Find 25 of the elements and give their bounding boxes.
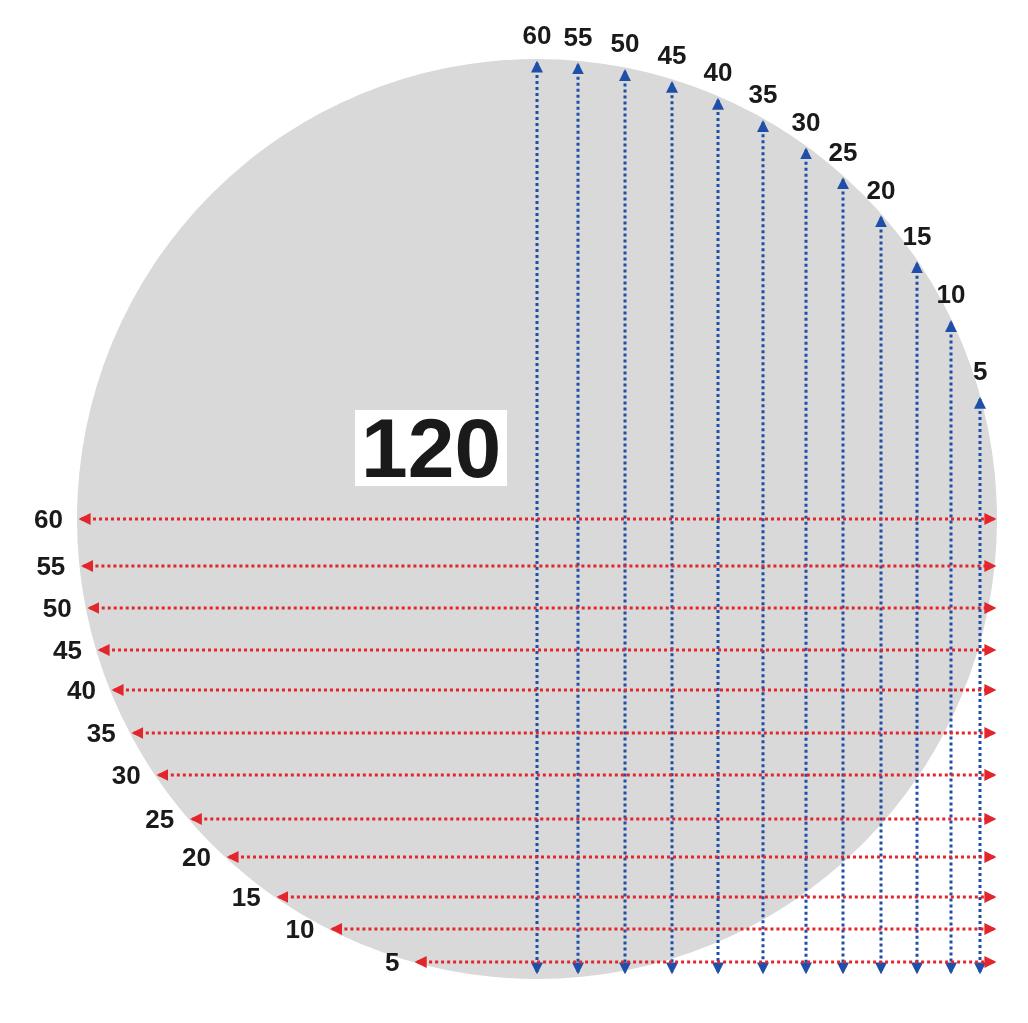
- dimension-value: 30: [791, 107, 821, 136]
- dimension-value: 20: [181, 843, 211, 871]
- dimension-value: 45: [657, 41, 687, 70]
- dimension-value: 35: [86, 719, 116, 747]
- dimension-value: 40: [66, 676, 96, 704]
- dimension-value: 10: [285, 915, 315, 943]
- dimension-value: 55: [36, 552, 66, 580]
- dimension-value: 15: [902, 221, 932, 250]
- dimension-value: 60: [522, 21, 552, 49]
- dimension-value: 60: [34, 505, 63, 533]
- dimension-value: 15: [231, 883, 261, 911]
- dimension-value: 10: [936, 280, 966, 309]
- dimension-value: 5: [385, 948, 400, 976]
- dimension-value: 50: [610, 29, 640, 58]
- dimension-value: 45: [53, 636, 82, 664]
- dimension-value: 55: [563, 22, 593, 51]
- dimension-value: 25: [828, 137, 858, 166]
- diameter-label: 120: [355, 410, 508, 486]
- dimension-value: 30: [111, 761, 141, 789]
- dimension-value: 35: [748, 80, 778, 109]
- dimension-value: 5: [973, 357, 988, 386]
- dimension-value: 25: [145, 805, 175, 833]
- dimension-value: 50: [42, 594, 72, 622]
- dimension-value: 20: [866, 175, 896, 204]
- dimension-value: 40: [703, 58, 733, 87]
